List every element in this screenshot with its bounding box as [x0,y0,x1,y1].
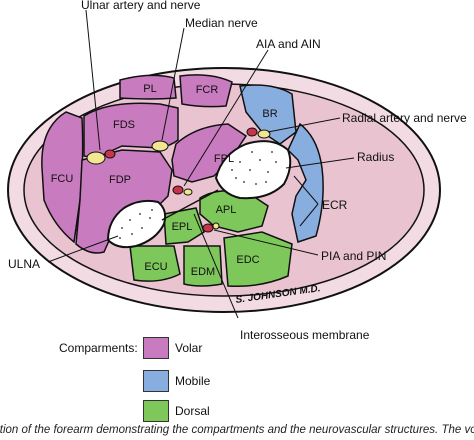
label-ulna: ULNA [8,257,40,271]
leader-median [161,27,185,141]
legend-item-volar: Volar [143,337,202,359]
muscle-edc [223,231,293,288]
label-epl: EPL [172,221,193,233]
legend-swatch-mobile [143,370,169,392]
muscle-pl [119,74,177,100]
muscle-edm [183,245,223,287]
interosseous-membrane [161,189,219,221]
leader-ecr-a [293,175,319,205]
label-radius: Radius [357,150,394,164]
label-pia-pin: PIA and PIN [321,249,386,263]
label-ulnar-artery-nerve: Ulnar artery and nerve [81,0,201,12]
leader-pia [213,229,319,256]
median-nerve-bundle [151,140,169,152]
leader-ulnar [85,9,101,151]
label-pl: PL [143,83,156,95]
bone-texture [119,151,277,239]
ulnar-artery-and-nerve-bundle [86,149,116,165]
aia-ain-bundle [172,185,193,196]
label-ecu: ECU [144,261,167,273]
label-fdp: FDP [109,174,131,186]
label-fcr: FCR [196,84,219,96]
leader-ulna [47,235,119,263]
muscle-fcr [179,74,233,108]
label-fcu: FCU [51,173,74,185]
muscle-fpl [171,123,248,183]
pia-pin-bundle [202,222,220,233]
label-edm: EDM [191,266,215,278]
muscle-ecr [287,122,324,243]
legend-label-volar: Volar [175,341,203,355]
figure-caption: ction of the forearm demonstrating the c… [0,424,474,436]
muscle-epl [163,207,205,245]
label-median-nerve: Median nerve [185,16,258,30]
radial-artery-and-nerve-bundle [246,127,271,139]
label-radial-artery-nerve: Radial artery and nerve [342,111,467,125]
legend-label-dorsal: Dorsal [175,404,210,418]
label-interosseous-membrane: Interosseous membrane [240,328,370,342]
label-fds: FDS [113,119,135,131]
label-apl: APL [216,204,237,216]
ulna-bone [106,199,167,249]
label-edc: EDC [236,254,259,266]
leader-radial [267,117,341,133]
leader-aia [183,49,269,187]
label-aia-ain: AIA and AIN [256,37,321,51]
label-ecr: ECR [322,198,348,212]
legend-heading: Comparments: [59,341,138,355]
radius-bone [214,140,292,200]
leader-ecr-b [299,203,319,227]
legend-item-mobile: Mobile [143,370,210,392]
leader-radius [285,157,355,169]
legend-swatch-dorsal [143,400,169,422]
muscle-fdp [75,149,173,254]
label-br: BR [262,108,277,120]
label-fpl: FPL [214,153,234,165]
muscle-ecu [129,245,181,282]
legend-label-mobile: Mobile [175,374,211,388]
legend-item-dorsal: Dorsal [143,400,210,422]
leader-interosseous [193,213,239,319]
legend-swatch-volar [143,337,169,359]
